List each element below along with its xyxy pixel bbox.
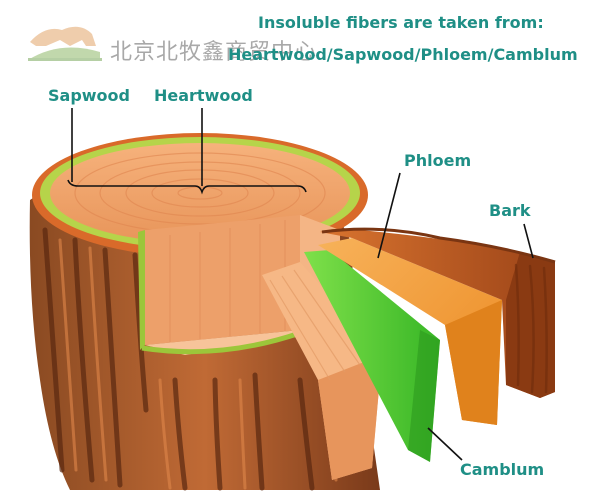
watermark-logo [28,26,102,61]
sapwood-label: Sapwood [48,86,130,105]
phloem-label: Phloem [404,151,472,170]
bark-label: Bark [489,201,531,220]
leader-lines [67,108,534,461]
camblum-slab [304,250,440,462]
watermark-text: 北京北牧鑫商贸中心 [110,40,318,65]
header-line-2: Heartwood/Sapwood/Phloem/Camblum [228,45,578,64]
bark-slab [320,227,556,398]
sapwood-slab [262,262,382,480]
heartwood-label: Heartwood [154,86,253,105]
header-line-1: Insoluble fibers are taken from: [258,13,544,32]
phloem-slab [318,238,502,425]
camblum-label: Camblum [460,460,545,479]
